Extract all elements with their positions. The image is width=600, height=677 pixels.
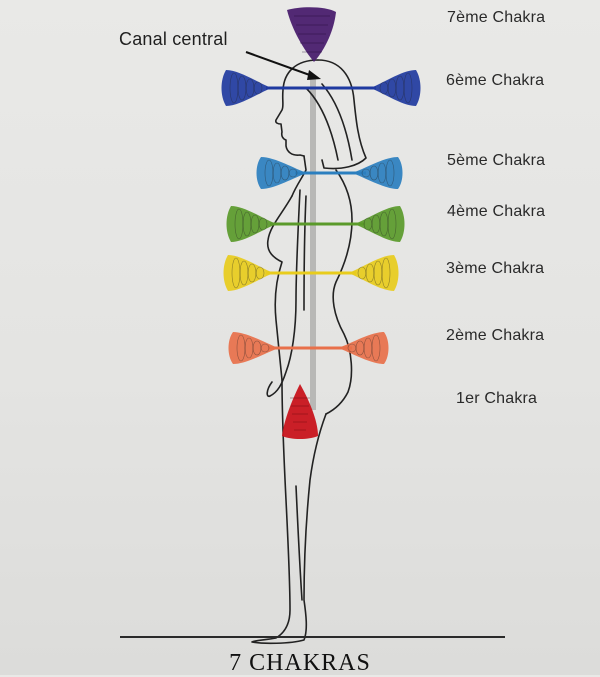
chakra-4-left-vortex bbox=[256, 157, 307, 189]
chakra-label-4: 4ème Chakra bbox=[447, 203, 546, 220]
chakra-label-7: 7ème Chakra bbox=[447, 9, 546, 26]
chakra-2-left-vortex bbox=[223, 255, 274, 291]
chakra-1-vortex bbox=[282, 384, 318, 439]
chakra-label-2: 2ème Chakra bbox=[446, 327, 545, 344]
chakra-5-right-vortex bbox=[370, 70, 421, 106]
chakra-5-left-vortex bbox=[221, 70, 272, 106]
canal-central-label: Canal central bbox=[119, 29, 228, 49]
chakra-label-3: 3ème Chakra bbox=[446, 260, 545, 277]
chakra-3-right-vortex bbox=[354, 206, 405, 242]
canal-arrow bbox=[245, 51, 321, 80]
body-outline bbox=[251, 59, 367, 645]
chakra-3-left-vortex bbox=[226, 206, 277, 242]
chakra-1-left-vortex bbox=[228, 332, 279, 364]
chakra-label-1: 1er Chakra bbox=[456, 390, 538, 407]
chakra-label-5: 5ème Chakra bbox=[447, 152, 546, 169]
chakra-2-right-vortex bbox=[348, 255, 399, 291]
chakra-1-right-vortex bbox=[338, 332, 389, 364]
chakra-7-vortex bbox=[287, 7, 336, 62]
chakra-label-6: 6ème Chakra bbox=[446, 72, 545, 89]
diagram-title: 7 CHAKRAS bbox=[229, 650, 371, 676]
chakra-4-right-vortex bbox=[352, 157, 403, 189]
